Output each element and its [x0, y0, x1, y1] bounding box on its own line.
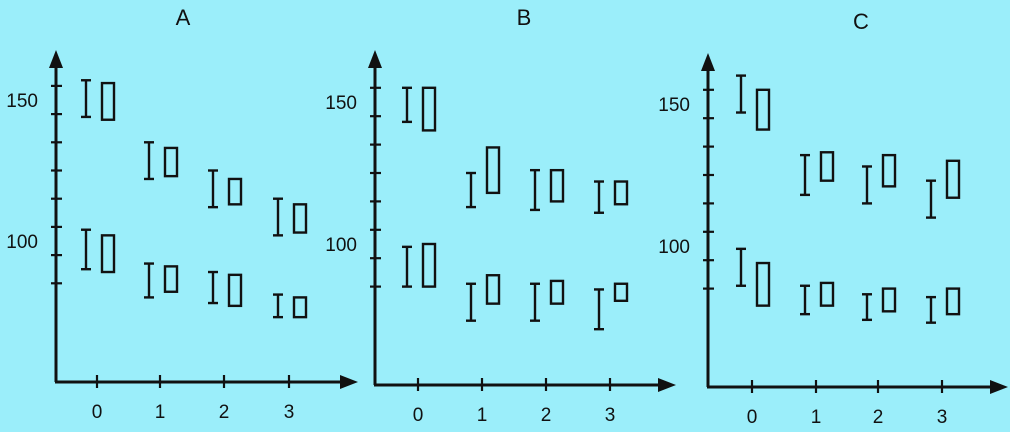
range-box [881, 153, 897, 188]
x-tick-label: 3 [605, 405, 616, 426]
panel-title: A [176, 5, 191, 30]
range-box [549, 279, 565, 305]
range-box [881, 287, 897, 313]
range-box [613, 282, 629, 303]
range-box [485, 274, 501, 305]
range-box [421, 86, 437, 132]
y-axis-arrow [49, 50, 63, 68]
x-axis-arrow [340, 375, 358, 389]
x-tick-label: 1 [155, 402, 166, 423]
range-box [163, 146, 179, 178]
x-tick-label: 1 [477, 405, 488, 426]
range-box [100, 234, 116, 274]
x-axis-arrow [658, 378, 676, 392]
y-tick-label: 150 [325, 93, 357, 114]
range-box [292, 296, 308, 319]
y-tick-label: 100 [6, 232, 38, 253]
panel-title: B [517, 5, 532, 30]
y-axis-arrow [368, 50, 382, 68]
range-box [945, 287, 961, 316]
range-box [227, 177, 243, 206]
y-tick-label: 150 [6, 91, 38, 112]
range-box [613, 180, 629, 206]
range-box [819, 151, 835, 182]
x-tick-label: 2 [541, 405, 552, 426]
y-tick-label: 100 [658, 237, 690, 258]
x-tick-label: 0 [413, 405, 424, 426]
x-tick-label: 3 [937, 407, 948, 427]
range-box [421, 242, 437, 288]
range-box [100, 81, 116, 121]
range-box [819, 281, 835, 307]
range-box [227, 273, 243, 308]
x-tick-label: 0 [747, 407, 758, 427]
range-box [292, 203, 308, 234]
x-tick-label: 3 [284, 402, 295, 423]
x-tick-label: 2 [219, 402, 230, 423]
range-box [755, 261, 771, 307]
y-tick-label: 150 [658, 95, 690, 116]
x-tick-label: 0 [92, 402, 103, 423]
range-box [549, 168, 565, 203]
x-tick-label: 2 [873, 407, 884, 427]
range-box [485, 146, 501, 195]
panel-title: C [853, 9, 869, 34]
x-tick-label: 1 [811, 407, 822, 427]
range-box [163, 265, 179, 293]
y-axis-arrow [701, 53, 715, 71]
range-box [945, 159, 961, 199]
range-box [755, 88, 771, 131]
y-tick-label: 100 [325, 235, 357, 256]
x-axis-arrow [990, 380, 1008, 394]
